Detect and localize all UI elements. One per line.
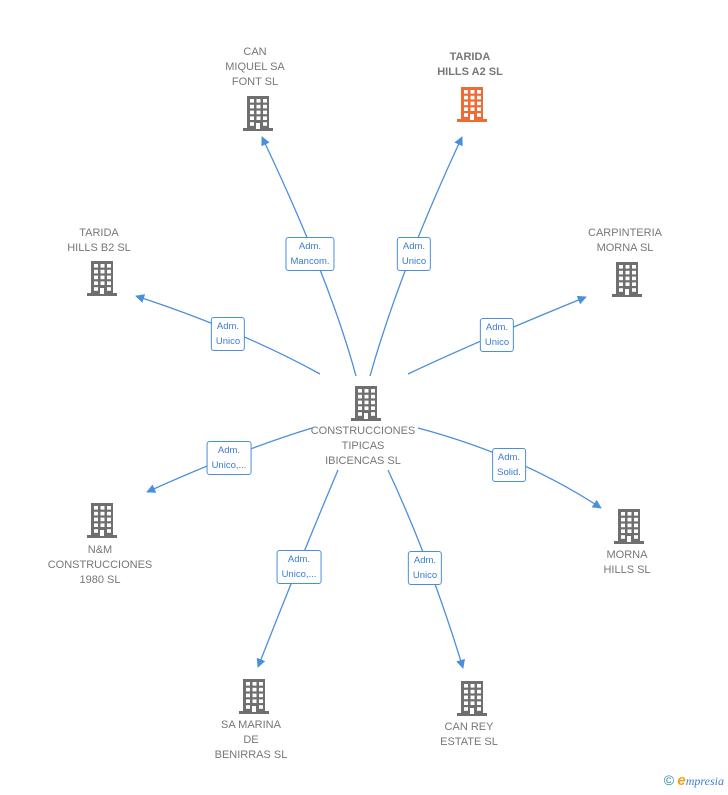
building-icon-carpinteria[interactable] — [612, 261, 642, 302]
edge-label-can-miquel[interactable]: Adm. Mancom. — [285, 237, 335, 271]
company-name-tarida-a2[interactable]: TARIDA HILLS A2 SL — [437, 51, 503, 78]
company-name-morna[interactable]: MORNA HILLS SL — [603, 549, 651, 576]
building-icon-tarida-a2[interactable] — [457, 86, 487, 127]
company-name-tarida-b2[interactable]: TARIDA HILLS B2 SL — [67, 227, 131, 254]
edge-label-tarida-a2[interactable]: Adm. Unico — [396, 237, 432, 271]
building-icon-can-miquel[interactable] — [243, 95, 273, 136]
copyright-icon: © — [663, 772, 675, 788]
company-name-carpinteria[interactable]: CARPINTERIA MORNA SL — [588, 227, 662, 254]
company-name-nm[interactable]: N&M CONSTRUCCIONES 1980 SL — [47, 544, 153, 586]
building-icon-tarida-b2[interactable] — [87, 260, 117, 301]
center-company-name[interactable]: CONSTRUCCIONES TIPICAS IBICENCAS SL — [310, 425, 416, 467]
brand-watermark: © empresia — [664, 772, 724, 789]
brand-rest: mpresia — [685, 774, 724, 788]
building-icon-can-rey[interactable] — [457, 680, 487, 721]
building-icon-morna[interactable] — [614, 508, 644, 549]
building-icon-sa-marina[interactable] — [239, 678, 269, 719]
edge-label-morna[interactable]: Adm. Solid. — [492, 448, 526, 482]
company-name-sa-marina[interactable]: SA MARINA DE BENIRRAS SL — [214, 719, 288, 761]
edge-label-carpinteria[interactable]: Adm. Unico — [479, 318, 515, 352]
company-name-can-miquel[interactable]: CAN MIQUEL SA FONT SL — [225, 46, 285, 88]
brand-e: e — [677, 772, 686, 789]
building-icon-nm[interactable] — [87, 502, 117, 543]
edge-label-nm[interactable]: Adm. Unico,... — [206, 441, 252, 475]
edge-label-tarida-b2[interactable]: Adm. Unico — [210, 317, 246, 351]
edge-label-sa-marina[interactable]: Adm. Unico,... — [276, 550, 322, 584]
edge-label-can-rey[interactable]: Adm. Unico — [407, 551, 443, 585]
company-name-can-rey[interactable]: CAN REY ESTATE SL — [440, 721, 498, 748]
center-building-icon[interactable] — [351, 385, 381, 426]
